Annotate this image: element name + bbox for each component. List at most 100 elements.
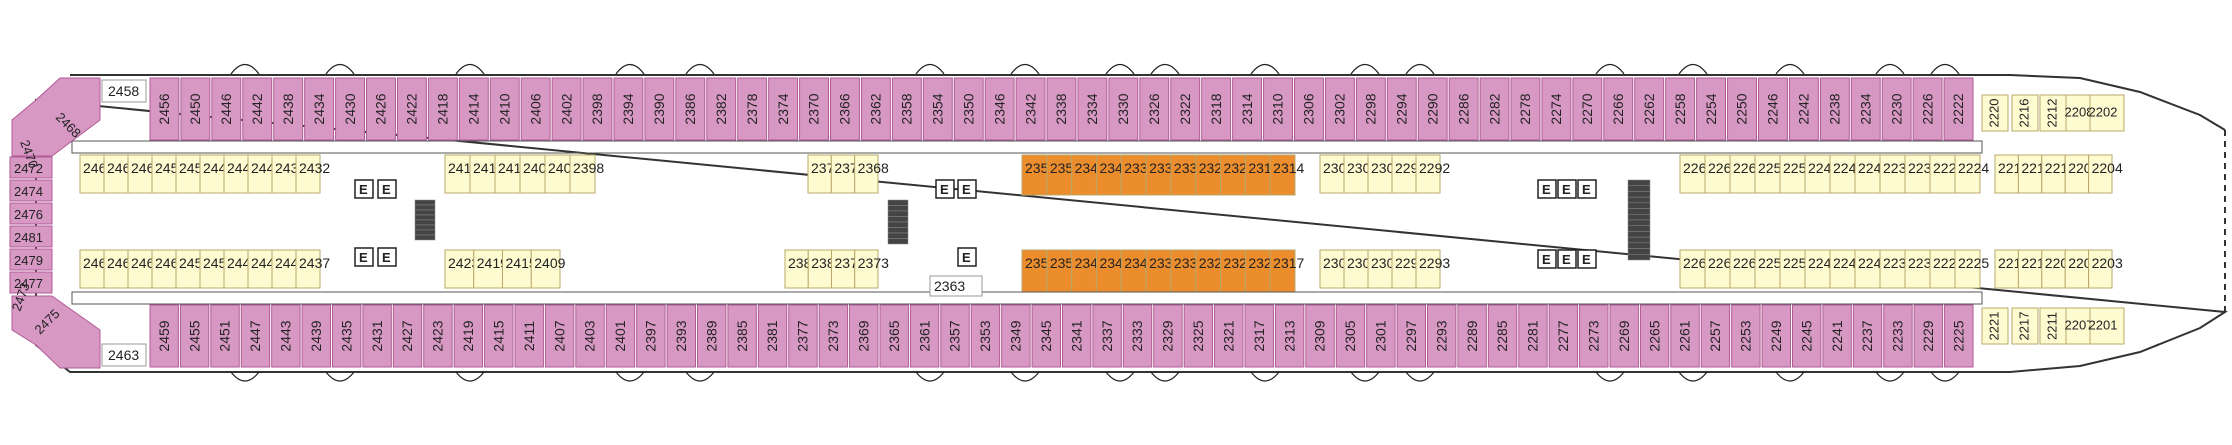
- outer-cabin-top[interactable]: [1046, 77, 1077, 141]
- outer-cabin-top[interactable]: [1386, 77, 1417, 141]
- inner-cabin-orange[interactable]: [1195, 154, 1222, 196]
- inner-cabin[interactable]: [530, 249, 561, 289]
- inner-cabin[interactable]: [1804, 154, 1831, 194]
- outer-cabin-top[interactable]: [520, 77, 551, 141]
- outer-cabin-top[interactable]: [737, 77, 768, 141]
- inner-cabin[interactable]: [295, 154, 321, 194]
- bow-cabin-bottom[interactable]: [1981, 307, 2009, 345]
- outer-cabin-bottom[interactable]: [1183, 304, 1214, 368]
- outer-cabin-top[interactable]: [1510, 77, 1541, 141]
- inner-cabin[interactable]: [247, 154, 273, 194]
- outer-cabin-top[interactable]: [1448, 77, 1479, 141]
- bow-cabin-bottom[interactable]: [2065, 307, 2093, 345]
- outer-cabin-top[interactable]: [1881, 77, 1912, 141]
- outer-cabin-top[interactable]: [953, 77, 984, 141]
- cabin-2458[interactable]: [101, 79, 147, 103]
- stern-corner-bottom[interactable]: [11, 295, 101, 369]
- stern-corner-top[interactable]: [11, 77, 101, 157]
- outer-cabin-top[interactable]: [366, 77, 396, 141]
- cabin-2463[interactable]: [101, 343, 147, 367]
- inner-cabin-orange[interactable]: [1046, 154, 1073, 196]
- inner-cabin-orange[interactable]: [1095, 249, 1122, 293]
- outer-cabin-bottom[interactable]: [240, 304, 271, 368]
- inner-cabin[interactable]: [1754, 154, 1781, 194]
- outer-cabin-bottom[interactable]: [362, 304, 392, 368]
- inner-cabin[interactable]: [1829, 249, 1856, 289]
- inner-cabin[interactable]: [175, 249, 201, 289]
- inner-cabin[interactable]: [1804, 249, 1831, 289]
- inner-cabin[interactable]: [199, 154, 225, 194]
- inner-cabin-orange[interactable]: [1021, 154, 1048, 196]
- inner-cabin-orange[interactable]: [1170, 154, 1197, 196]
- outer-cabin-bottom[interactable]: [301, 304, 332, 368]
- inner-cabin[interactable]: [1319, 249, 1345, 289]
- inner-cabin[interactable]: [1367, 154, 1393, 194]
- outer-cabin-top[interactable]: [304, 77, 335, 141]
- cabin-2363[interactable]: [929, 275, 983, 297]
- outer-cabin-bottom[interactable]: [423, 304, 453, 368]
- outer-cabin-top[interactable]: [458, 77, 489, 141]
- outer-cabin-top[interactable]: [180, 77, 211, 141]
- inner-cabin[interactable]: [494, 154, 521, 194]
- outer-cabin-bottom[interactable]: [1700, 304, 1731, 368]
- outer-cabin-bottom[interactable]: [392, 304, 423, 368]
- outer-cabin-bottom[interactable]: [484, 304, 514, 368]
- outer-cabin-bottom[interactable]: [149, 304, 179, 368]
- stern-cabin[interactable]: [9, 179, 53, 202]
- bow-cabin-bottom[interactable]: [2089, 307, 2125, 345]
- outer-cabin-bottom[interactable]: [1274, 304, 1305, 368]
- outer-cabin-top[interactable]: [211, 77, 242, 141]
- outer-cabin-top[interactable]: [644, 77, 675, 141]
- outer-cabin-top[interactable]: [1943, 77, 1974, 141]
- outer-cabin-top[interactable]: [489, 77, 520, 141]
- outer-cabin-bottom[interactable]: [1305, 304, 1335, 368]
- outer-cabin-top[interactable]: [1572, 77, 1603, 141]
- outer-cabin-bottom[interactable]: [1214, 304, 1244, 368]
- outer-cabin-bottom[interactable]: [1335, 304, 1366, 368]
- inner-cabin[interactable]: [2088, 154, 2113, 194]
- outer-cabin-top[interactable]: [551, 77, 582, 141]
- outer-cabin-bottom[interactable]: [1822, 304, 1852, 368]
- outer-cabin-bottom[interactable]: [1366, 304, 1396, 368]
- outer-cabin-bottom[interactable]: [453, 304, 484, 368]
- outer-cabin-bottom[interactable]: [1579, 304, 1609, 368]
- stern-cabin[interactable]: [9, 156, 53, 179]
- inner-cabin[interactable]: [1729, 249, 1756, 289]
- outer-cabin-bottom[interactable]: [1427, 304, 1457, 368]
- inner-cabin[interactable]: [854, 154, 879, 194]
- inner-cabin[interactable]: [127, 154, 153, 194]
- inner-cabin[interactable]: [473, 249, 503, 289]
- outer-cabin-bottom[interactable]: [1548, 304, 1579, 368]
- outer-cabin-top[interactable]: [242, 77, 273, 141]
- inner-cabin-orange[interactable]: [1170, 249, 1197, 293]
- inner-cabin[interactable]: [79, 154, 105, 194]
- inner-cabin[interactable]: [1679, 154, 1706, 194]
- outer-cabin-bottom[interactable]: [1792, 304, 1822, 368]
- outer-cabin-bottom[interactable]: [1031, 304, 1062, 368]
- outer-cabin-bottom[interactable]: [179, 304, 210, 368]
- inner-cabin[interactable]: [271, 154, 297, 194]
- inner-cabin[interactable]: [127, 249, 153, 289]
- outer-cabin-bottom[interactable]: [1396, 304, 1427, 368]
- inner-cabin-orange[interactable]: [1244, 249, 1271, 293]
- outer-cabin-bottom[interactable]: [605, 304, 636, 368]
- outer-cabin-bottom[interactable]: [1001, 304, 1031, 368]
- inner-cabin[interactable]: [1729, 154, 1756, 194]
- outer-cabin-top[interactable]: [582, 77, 613, 141]
- outer-cabin-bottom[interactable]: [1487, 304, 1518, 368]
- outer-cabin-top[interactable]: [860, 77, 891, 141]
- outer-cabin-top[interactable]: [1757, 77, 1788, 141]
- outer-cabin-top[interactable]: [706, 77, 737, 141]
- inner-cabin[interactable]: [1879, 154, 1906, 194]
- outer-cabin-bottom[interactable]: [1457, 304, 1487, 368]
- outer-cabin-bottom[interactable]: [909, 304, 940, 368]
- inner-cabin[interactable]: [151, 249, 177, 289]
- inner-cabin-orange[interactable]: [1269, 154, 1296, 196]
- inner-cabin-orange[interactable]: [1021, 249, 1048, 293]
- inner-cabin-orange[interactable]: [1120, 249, 1147, 293]
- stern-cabin[interactable]: [9, 225, 53, 248]
- outer-cabin-top[interactable]: [1170, 77, 1201, 141]
- bow-cabin-bottom[interactable]: [2039, 307, 2067, 345]
- inner-cabin[interactable]: [854, 249, 879, 289]
- inner-cabin-orange[interactable]: [1220, 249, 1246, 293]
